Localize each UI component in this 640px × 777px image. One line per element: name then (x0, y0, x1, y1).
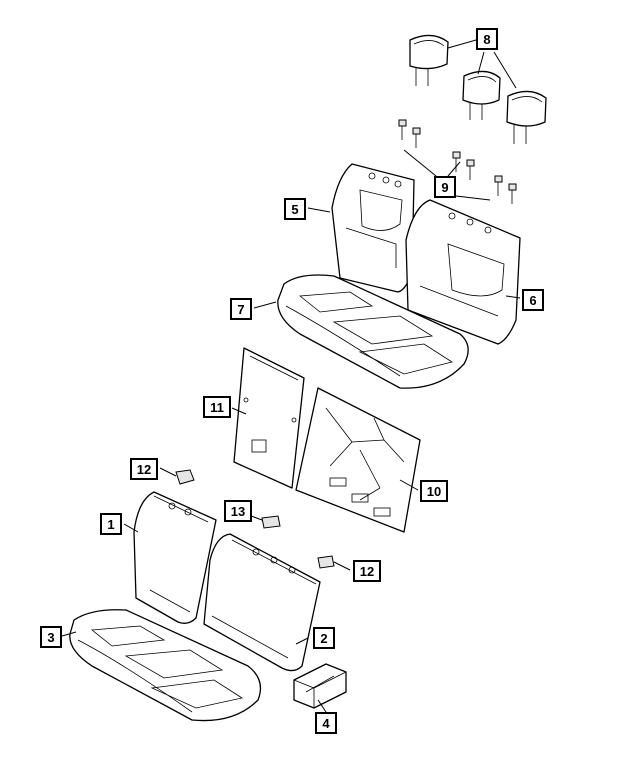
callout-1: 1 (100, 513, 122, 535)
lower-seat-back-left (133, 491, 217, 624)
clip-lower (317, 555, 335, 569)
headrest-guides (398, 119, 517, 204)
callout-12-lower: 12 (353, 560, 381, 582)
callout-7: 7 (230, 298, 252, 320)
callout-4: 4 (315, 712, 337, 734)
headrest-center (462, 70, 501, 120)
clip-middle (261, 515, 281, 529)
callout-10: 10 (420, 480, 448, 502)
headrest-left (409, 34, 449, 86)
upper-seat-back-right (405, 199, 521, 345)
back-panel-small (233, 347, 305, 489)
clip-upper (175, 469, 195, 485)
upper-seat-cushion (277, 274, 469, 389)
hardware-package (293, 663, 347, 709)
callout-13: 13 (224, 500, 252, 522)
callout-5: 5 (284, 198, 306, 220)
callout-2: 2 (313, 627, 335, 649)
lower-seat-back-right (203, 533, 321, 672)
callout-8: 8 (476, 28, 498, 50)
callout-12-upper: 12 (130, 458, 158, 480)
callout-9: 9 (434, 176, 456, 198)
callout-6: 6 (522, 289, 544, 311)
headrest-right (506, 90, 547, 144)
callout-11: 11 (203, 396, 231, 418)
back-panel-large (295, 387, 421, 533)
lower-seat-cushion (69, 609, 262, 722)
upper-seat-back-left (331, 163, 415, 293)
callout-3: 3 (40, 626, 62, 648)
